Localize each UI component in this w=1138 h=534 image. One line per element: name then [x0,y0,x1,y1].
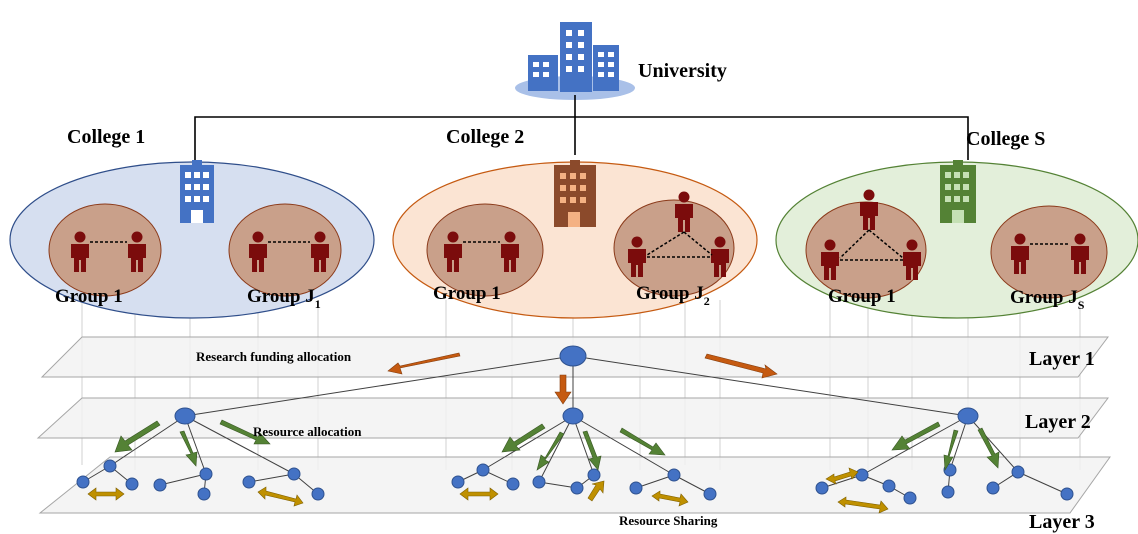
sharing-arrows [87,467,889,514]
college-1-group-j-label: Group J1 [247,286,321,311]
college-s-building-icon [940,160,976,223]
allocation-arrows [114,419,1000,471]
resource-sharing-label: Resource Sharing [619,513,718,528]
college-2-building-icon [554,160,596,227]
college-1-group-1-label: Group 1 [55,286,123,307]
arrow-right-icon [704,353,778,379]
node-layer-1 [559,345,587,367]
allocation-edges [109,415,1019,483]
network-nodes [76,345,1074,505]
university-building-icon [515,22,635,100]
college-1 [9,160,375,319]
arrow-down-icon [554,374,572,405]
resource-allocation-label: Resource allocation [253,424,362,439]
college-2-label: College 2 [446,126,524,148]
arrow-left-icon [387,352,461,375]
hierarchy-connectors [194,95,969,165]
layer-1-label: Layer 1 [1029,348,1095,370]
layer-3-label: Layer 3 [1029,511,1095,533]
college-2-group-j-label: Group J2 [636,283,710,308]
college-s-label: College S [966,128,1045,150]
node-layer-2-cs [957,407,979,425]
college-s [775,160,1138,319]
funding-arrows [387,352,778,405]
node-layer-2-c1 [174,407,196,425]
college-s-group-1-label: Group 1 [828,286,896,307]
node-layer-2-c2 [562,407,584,425]
college-2-group-1-label: Group 1 [433,283,501,304]
college-1-building-icon [180,160,214,223]
college-1-label: College 1 [67,126,145,148]
college-2 [392,160,758,319]
university-label: University [638,60,727,82]
research-funding-label: Research funding allocation [196,349,352,364]
college-s-group-j-label: Group JS [1010,287,1085,312]
layer-2-label: Layer 2 [1025,411,1091,433]
